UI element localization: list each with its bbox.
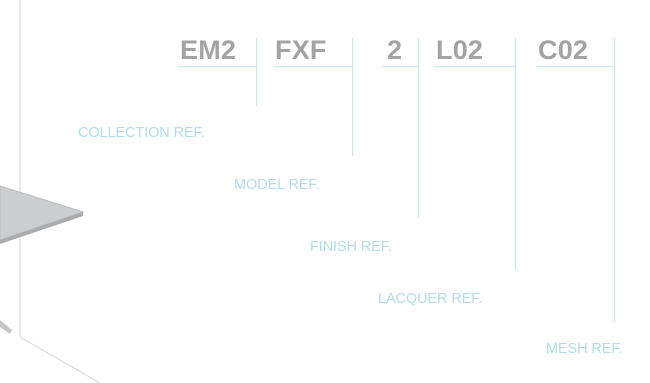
product-tabletop-edge	[0, 212, 83, 244]
finish-ref-label: FINISH REF.	[310, 239, 392, 255]
frame-line-floor	[19, 336, 101, 383]
product-tabletop	[0, 185, 85, 241]
product-image	[0, 185, 85, 334]
lacquer-ref-label: LACQUER REF.	[378, 291, 483, 307]
product-leg	[0, 320, 12, 334]
leader-lines	[178, 38, 615, 322]
collection-ref-label: COLLECTION REF.	[78, 125, 205, 141]
lacquer-ref-code: L02	[436, 35, 484, 65]
mesh-ref-code: C02	[538, 35, 589, 65]
collection-ref-code: EM2	[180, 35, 237, 65]
model-ref-label: MODEL REF.	[234, 177, 320, 193]
model-ref-code: FXF	[275, 35, 327, 65]
mesh-ref-label: MESH REF.	[546, 341, 623, 357]
finish-ref-code: 2	[387, 35, 403, 65]
